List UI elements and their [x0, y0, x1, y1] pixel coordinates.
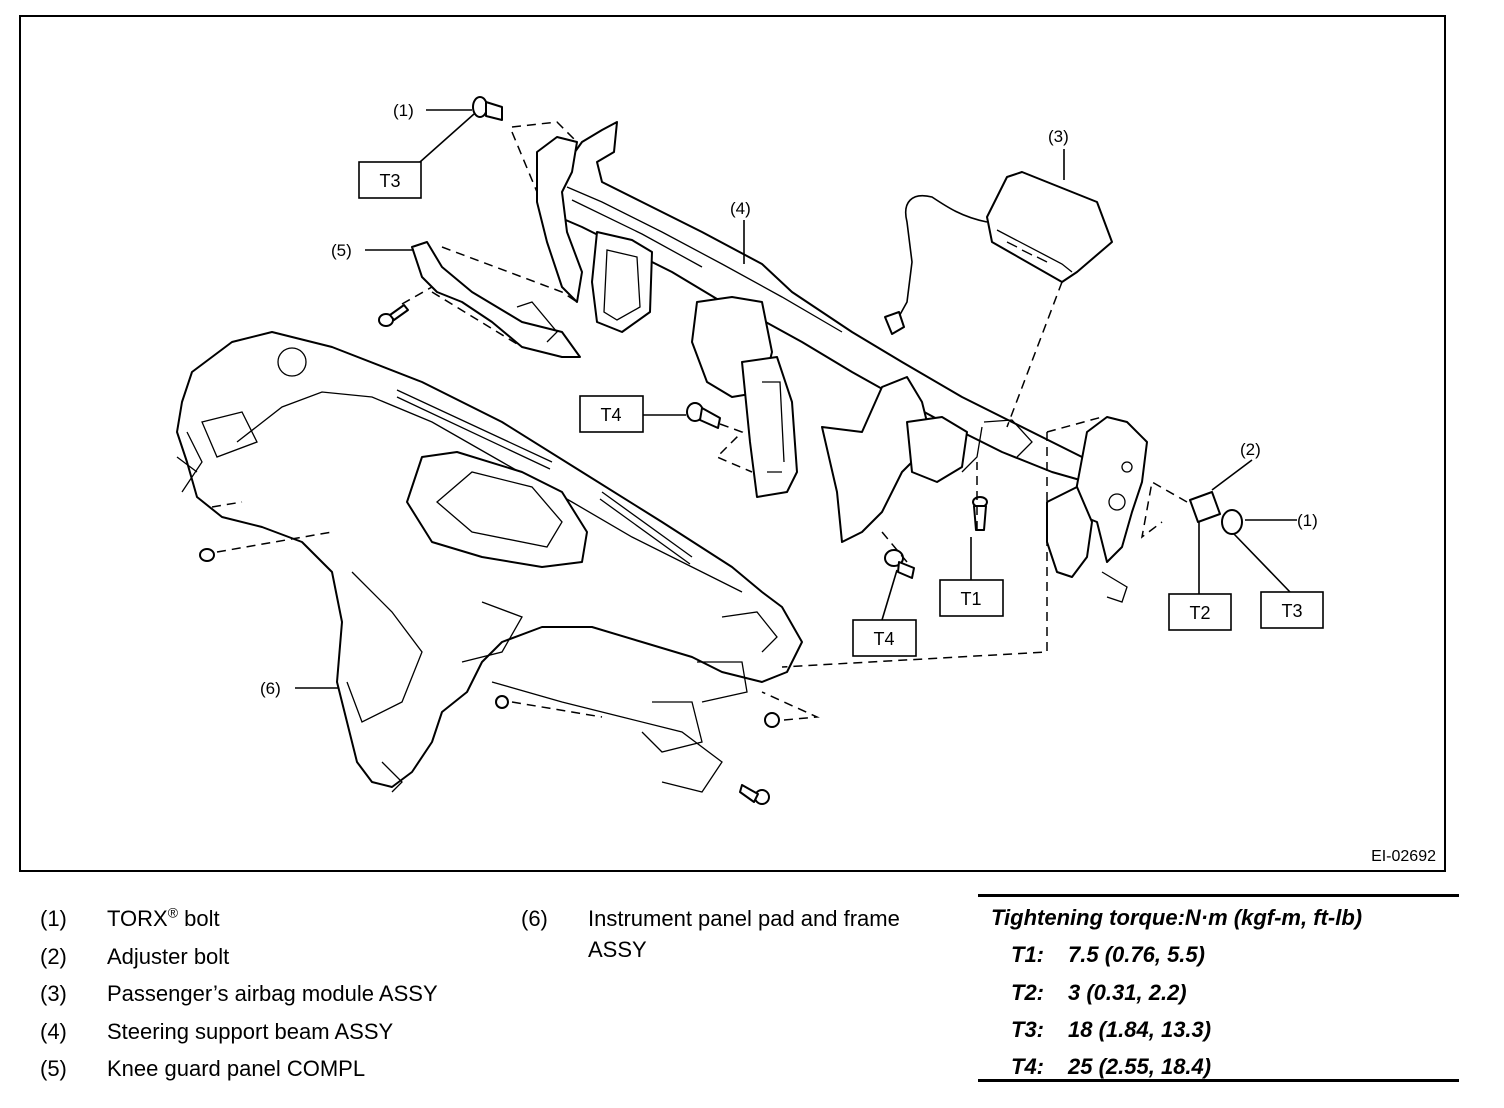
callout-2: (2) [1240, 440, 1261, 459]
legend-item-number: (5) [40, 1056, 67, 1081]
torque-box-t2-label: T2 [1189, 603, 1210, 623]
torque-value: 3 (0.31, 2.2) [1068, 980, 1187, 1005]
bolts [199, 96, 1243, 805]
instrument-panel [176, 331, 803, 793]
legend-left: (1) TORX® bolt (2) Adjuster bolt (3) Pas… [40, 900, 510, 1088]
legend-item-5: (5) Knee guard panel COMPL [40, 1050, 510, 1088]
torque-box-t3-right-label: T3 [1281, 601, 1302, 621]
torque-table-title: Tightening torque:N·m (kgf-m, ft-lb) [991, 905, 1363, 930]
legend-item-number: (4) [40, 1018, 67, 1044]
legend-item-4: (4) Steering support beam ASSY [40, 1013, 510, 1051]
legend-item-2: (2) Adjuster bolt [40, 938, 510, 976]
torque-box-t2: T2 [1168, 593, 1232, 631]
callout-6: (6) [260, 679, 281, 698]
callout-3: (3) [1048, 127, 1069, 146]
assembly-lines [211, 121, 1188, 721]
registered-mark: ® [167, 904, 179, 921]
torque-row-t4: T4: 25 (2.55, 18.4) [1011, 1054, 1211, 1080]
torque-box-t4-mid: T4 [579, 395, 644, 433]
torque-code: T4: [1011, 1054, 1044, 1079]
leader-lines [295, 109, 1297, 689]
callout-1-top: (1) [393, 101, 414, 120]
torque-box-t4-bottom-label: T4 [873, 629, 894, 649]
legend-item-number: (3) [40, 981, 67, 1006]
torque-box-t1-label: T1 [960, 589, 981, 609]
torque-box-t3-top-label: T3 [379, 171, 400, 191]
legend-right: (6) Instrument panel pad and frame ASSY [521, 900, 961, 965]
legend-item-text: Knee guard panel COMPL [107, 1056, 366, 1081]
callout-1-right: (1) [1297, 511, 1318, 530]
torque-code: T2: [1011, 980, 1044, 1005]
legend-item-6: (6) Instrument panel pad and frame ASSY [521, 900, 961, 965]
knee-guard-panel [411, 241, 581, 358]
torque-box-t1: T1 [939, 579, 1004, 617]
torque-code: T3: [1011, 1017, 1044, 1042]
torque-code: T1: [1011, 942, 1044, 967]
torque-value: 18 (1.84, 13.3) [1068, 1017, 1212, 1042]
exploded-diagram: (1) (3) (4) (5) (2) (1) (6) T3 T4 T1 [19, 15, 1446, 872]
legend-item-text: TORX® bolt [107, 904, 220, 931]
legend-item-number: (6) [521, 906, 548, 931]
torque-table: Tightening torque:N·m (kgf-m, ft-lb) T1:… [978, 894, 1459, 1082]
torque-row-t2: T2: 3 (0.31, 2.2) [1011, 980, 1187, 1006]
airbag-module [884, 171, 1113, 335]
legend-item-text: Steering support beam ASSY [107, 1018, 394, 1044]
callout-5: (5) [331, 241, 352, 260]
torque-row-t3: T3: 18 (1.84, 13.3) [1011, 1017, 1211, 1043]
torque-box-t3-right: T3 [1260, 591, 1324, 629]
torque-box-t3-top: T3 [358, 161, 422, 199]
torque-row-t1: T1: 7.5 (0.76, 5.5) [1011, 942, 1205, 968]
torque-value: 25 (2.55, 18.4) [1068, 1054, 1212, 1079]
torque-box-t4-bottom: T4 [852, 619, 917, 657]
callouts: (1) (3) (4) (5) (2) (1) (6) [260, 101, 1318, 698]
figure-code: EI-02692 [1371, 848, 1436, 865]
torque-value: 7.5 (0.76, 5.5) [1068, 942, 1205, 967]
legend-item-3: (3) Passenger’s airbag module ASSY [40, 975, 510, 1013]
legend-item-number: (2) [40, 943, 67, 969]
torque-box-t4-mid-label: T4 [600, 405, 621, 425]
callout-4: (4) [730, 199, 751, 218]
legend-item-text: Adjuster bolt [107, 943, 230, 969]
diagram-drawing: (1) (3) (4) (5) (2) (1) (6) T3 T4 T1 [176, 96, 1324, 805]
torque-boxes: T3 T4 T1 T4 T2 T3 [358, 161, 1324, 657]
legend-item-text: Instrument panel pad and frame ASSY [588, 906, 900, 962]
legend-item-1: (1) TORX® bolt [40, 900, 510, 938]
legend-item-text: Passenger’s airbag module ASSY [107, 981, 438, 1006]
steering-support-beam [536, 121, 1148, 603]
legend-item-number: (1) [40, 906, 67, 931]
